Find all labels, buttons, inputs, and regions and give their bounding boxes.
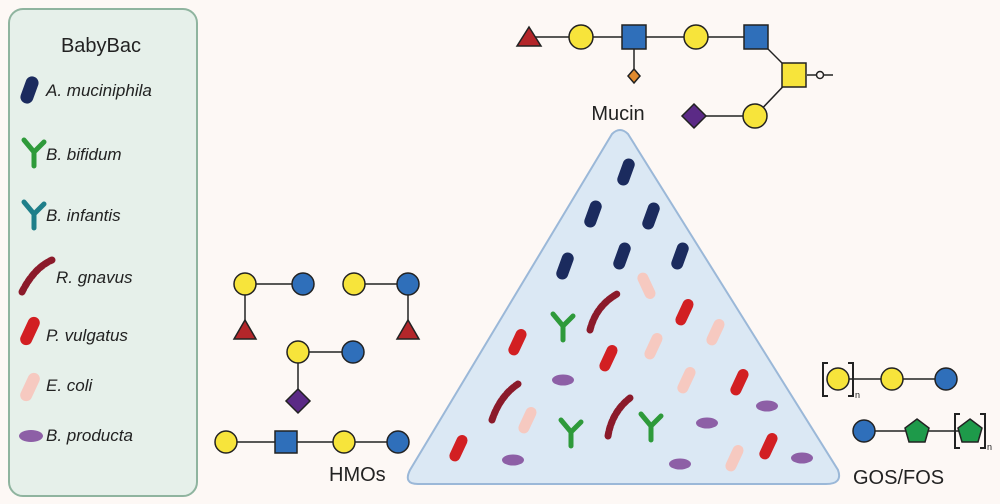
glucose-circle-icon [386,430,410,454]
r-gnavus-cell [488,380,522,424]
glcnac-square-icon [621,24,647,50]
p-vulgatus-icon [20,316,40,346]
glcnac-square-icon [274,430,298,454]
a-muciniphila-cell [617,158,635,186]
microbial-community-triangle [406,129,841,485]
a-muciniphila-cell [584,200,602,228]
a-muciniphila-cell [556,252,574,280]
galactose-circle-icon [568,24,594,50]
b-producta-cell [669,458,691,470]
fructose-pentagon-icon [904,418,930,443]
glucose-circle-icon [852,419,876,443]
glcnac-square-icon [743,24,769,50]
e-coli-cell [518,407,537,434]
r-gnavus-cell [586,290,621,334]
galactose-circle-icon [286,340,310,364]
galactose-circle-icon [683,24,709,50]
fucose-triangle-icon [515,25,543,47]
e-coli-icon [20,372,40,402]
glucose-circle-icon [291,272,315,296]
p-vulgatus-cell [508,329,527,356]
sialic-acid-diamond-icon [284,387,312,415]
legend-label-b-bifidum: B. bifidum [46,145,122,164]
galactose-circle-icon [742,103,768,129]
galactose-circle-icon [880,367,904,391]
b-producta-cell [696,417,718,429]
galactose-circle-icon [214,430,238,454]
b-producta-cell [791,452,813,464]
galactose-circle-icon [233,272,257,296]
b-producta-cell [502,454,524,466]
glucose-circle-icon [341,340,365,364]
mucin-label: Mucin [591,103,644,125]
gos-fos-glycans [822,362,986,449]
a-muciniphila-cell [671,242,689,270]
legend-label-b-producta: B. producta [46,426,133,445]
legend-label-b-infantis: B. infantis [46,206,121,225]
p-vulgatus-cell [449,435,468,462]
p-vulgatus-cell [599,345,618,372]
fructose-pentagon-icon [957,418,983,443]
e-coli-cell [706,319,725,346]
r-gnavus-cell [604,394,634,440]
legend-panel: BabyBac A. muciniphila B. bifidum B. inf… [8,8,198,497]
glucose-circle-icon [396,272,420,296]
mucin-glycan [515,24,833,130]
a-muciniphila-icon [20,76,39,104]
repeat-subscript: n [855,390,860,400]
glucose-circle-icon [934,367,958,391]
e-coli-cell [637,272,656,299]
e-coli-cell [644,333,663,360]
legend-label-a-muciniphila: A. muciniphila [45,81,152,100]
legend-label-p-vulgatus: P. vulgatus [46,326,128,345]
legend-title: BabyBac [61,35,141,57]
galactose-circle-icon [826,367,850,391]
e-coli-cell [677,367,696,394]
p-vulgatus-cell [759,433,778,460]
small-diamond-icon [627,67,641,85]
fucose-triangle-icon [395,318,421,340]
gos-fos-label: GOS/FOS [853,467,944,489]
legend-label-r-gnavus: R. gnavus [56,268,133,287]
b-producta-icon [19,430,43,442]
r-gnavus-icon [18,256,56,296]
galactose-circle-icon [342,272,366,296]
hmo-glycans [214,272,421,454]
b-producta-cell [552,374,574,386]
sialic-acid-diamond-icon [680,102,708,130]
legend-label-e-coli: E. coli [46,376,94,395]
repeat-subscript: n [987,442,992,452]
e-coli-cell [725,445,744,472]
galactose-circle-icon [332,430,356,454]
galnac-square-icon [781,62,807,88]
fucose-triangle-icon [232,318,258,340]
hmos-label: HMOs [329,464,386,486]
a-muciniphila-cell [642,202,660,230]
p-vulgatus-cell [730,369,749,396]
b-producta-cell [756,400,778,412]
a-muciniphila-cell [613,242,631,270]
p-vulgatus-cell [675,299,694,326]
